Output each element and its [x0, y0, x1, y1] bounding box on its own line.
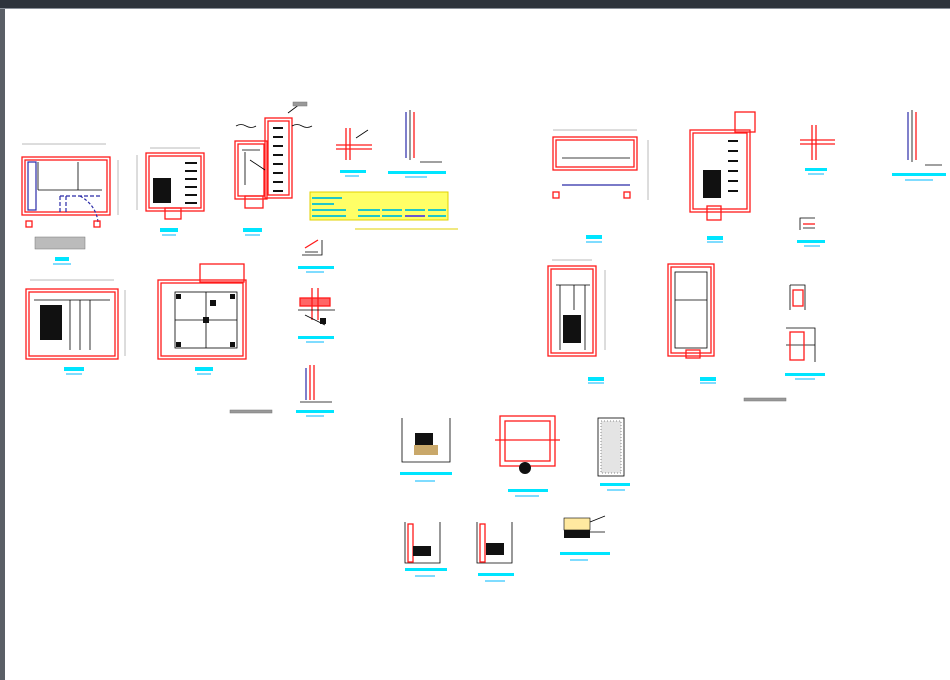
section-view-24 — [476, 522, 514, 582]
plan-view-8 — [157, 263, 273, 414]
plan-view-17 — [547, 259, 606, 384]
view-title-label — [388, 171, 446, 174]
section-view-3 — [234, 101, 313, 236]
detail-view-10 — [298, 288, 335, 343]
window-title-bar — [0, 0, 950, 9]
schedule-table — [309, 191, 458, 230]
view-title-label — [195, 367, 213, 371]
section-view-22 — [597, 417, 630, 491]
section-view-21 — [495, 415, 560, 497]
view-title-label — [243, 228, 262, 232]
plan-view-18 — [667, 263, 716, 384]
plan-view-7 — [25, 279, 126, 375]
view-title-label — [340, 170, 366, 173]
view-title-label — [160, 228, 178, 232]
section-view-23 — [404, 522, 447, 577]
cad-drawing[interactable] — [5, 9, 950, 680]
detail-view-16 — [797, 217, 825, 247]
plan-view-2 — [136, 147, 205, 236]
view-title-label — [55, 257, 69, 261]
detail-view-5 — [388, 110, 446, 178]
detail-view-9 — [298, 239, 334, 273]
section-view-20 — [400, 418, 452, 482]
plan-view-1 — [21, 143, 119, 265]
view-title-label — [64, 367, 84, 371]
detail-view-14 — [800, 125, 835, 175]
detail-view-15 — [892, 110, 946, 181]
plan-view-12 — [552, 129, 649, 243]
detail-view-4 — [336, 128, 372, 177]
detail-view-19 — [743, 284, 825, 402]
detail-view-11 — [296, 365, 334, 417]
drawing-sheet[interactable] — [5, 9, 950, 680]
section-view-25 — [560, 515, 610, 561]
plan-view-13 — [689, 111, 756, 243]
